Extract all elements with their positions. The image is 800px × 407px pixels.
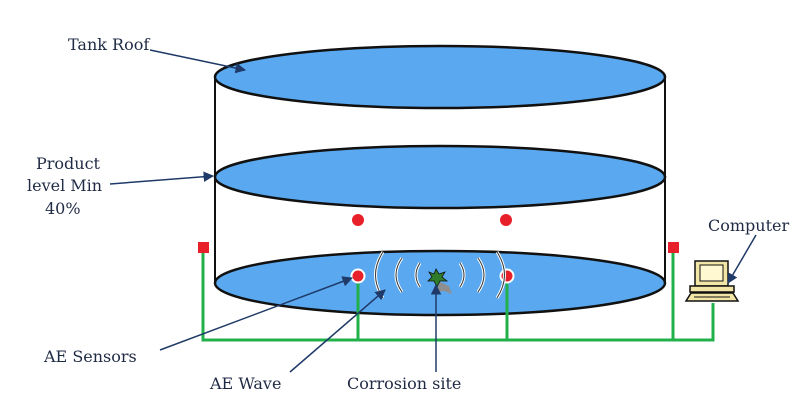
arrow-ae-sensors xyxy=(159,276,353,351)
ae-sensor-mid-left xyxy=(352,214,364,226)
computer-icon xyxy=(684,260,740,302)
label-corrosion-site: Corrosion site xyxy=(347,374,461,393)
ae-sensor-floor-right xyxy=(499,268,515,284)
leader-arrows xyxy=(109,49,757,373)
label-ae-wave: AE Wave xyxy=(209,374,281,393)
ae-sensor-floor-left xyxy=(350,268,366,284)
ae-sensor-wall-left xyxy=(198,242,209,253)
ae-sensor-wall-right xyxy=(668,242,679,253)
sensor-cabling xyxy=(201,252,715,342)
arrow-ae-wave xyxy=(289,289,386,373)
label-ae-sensors: AE Sensors xyxy=(43,347,137,366)
arrow-product-level xyxy=(109,171,215,185)
label-product-level-line2: level Min xyxy=(27,176,102,195)
label-product-level-line1: Product xyxy=(36,154,101,173)
ae-wave-arcs-outline xyxy=(375,251,505,299)
label-computer: Computer xyxy=(708,216,789,235)
arrow-tank-roof xyxy=(149,49,247,74)
label-product-level-line3: 40% xyxy=(45,199,81,218)
ae-sensor-mid-right xyxy=(500,214,512,226)
tank-roof xyxy=(213,44,667,110)
arrow-computer xyxy=(727,234,757,284)
label-tank-roof: Tank Roof xyxy=(68,35,150,54)
product-level-surface xyxy=(213,144,667,210)
